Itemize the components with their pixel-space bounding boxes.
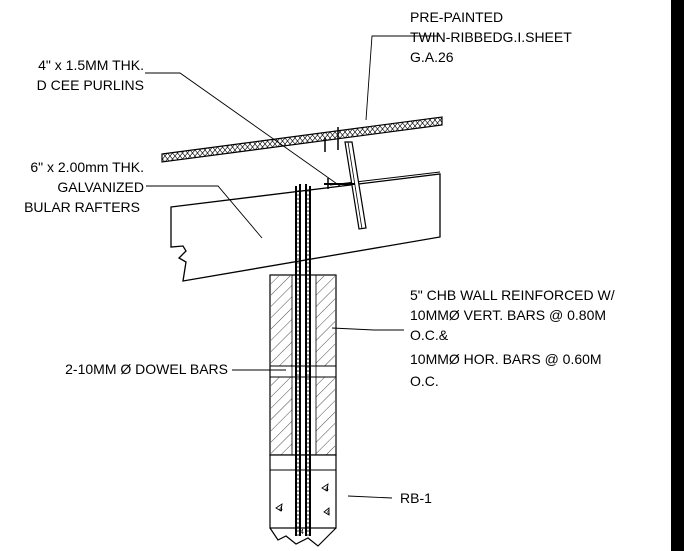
- leader-lines: [145, 35, 440, 499]
- label-wall-line-1: 5" CHB WALL REINFORCED W/: [410, 287, 615, 303]
- label-purlins-line-2: D CEE PURLINS: [37, 77, 144, 93]
- label-wall: 5" CHB WALL REINFORCED W/ 10MMØ VERT. BA…: [410, 287, 615, 389]
- label-wall-line-3: O.C.&: [410, 327, 449, 343]
- label-sheet-line-2: TWIN-RIBBEDG.I.SHEET: [410, 29, 572, 45]
- label-rafters: 6" x 2.00mm THK. GALVANIZED BULAR RAFTER…: [24, 159, 144, 215]
- cee-purlin: [324, 127, 367, 230]
- chb-wall: [269, 274, 337, 456]
- label-rafters-line-3: BULAR RAFTERS: [24, 199, 140, 215]
- dowel-bars: [295, 184, 311, 536]
- label-wall-line-2: 10MMØ VERT. BARS @ 0.80M: [410, 307, 606, 323]
- triangle-marks: 4 4 4 4: [279, 486, 330, 536]
- label-sheet-line-1: PRE-PAINTED: [410, 9, 503, 25]
- gi-roof-sheet: [161, 116, 443, 163]
- tri-mark-2: 4: [325, 486, 329, 493]
- label-wall-line-4: 10MMØ HOR. BARS @ 0.60M: [410, 351, 602, 367]
- label-sheet: PRE-PAINTED TWIN-RIBBEDG.I.SHEET G.A.26: [410, 9, 572, 65]
- label-purlins-line-1: 4" x 1.5MM THK.: [38, 57, 144, 73]
- label-sheet-line-3: G.A.26: [410, 49, 454, 65]
- label-purlins: 4" x 1.5MM THK. D CEE PURLINS: [37, 57, 144, 93]
- tri-mark-3: 4: [326, 510, 330, 517]
- label-dowel-bars: 2-10MM Ø DOWEL BARS: [65, 361, 228, 377]
- label-rb-1: RB-1: [400, 490, 432, 506]
- label-rafters-line-2: GALVANIZED: [57, 179, 144, 195]
- label-wall-line-5: O.C.: [410, 373, 439, 389]
- ring-beam: [269, 454, 337, 547]
- right-border-bar: [671, 0, 684, 551]
- tri-mark-4: 4: [300, 529, 304, 536]
- label-rafters-line-1: 6" x 2.00mm THK.: [30, 159, 144, 175]
- tri-mark-1: 4: [279, 506, 283, 513]
- tubular-rafter: [170, 171, 441, 282]
